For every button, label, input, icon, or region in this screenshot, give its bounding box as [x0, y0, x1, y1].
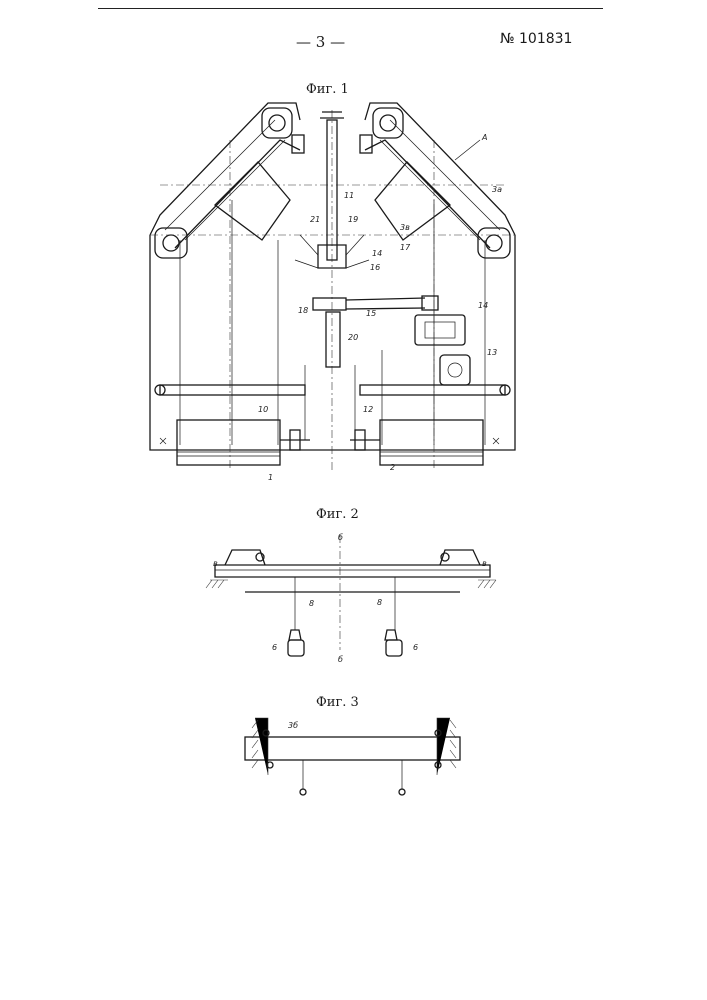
fig2-label-8-right: 8 — [377, 598, 382, 607]
fig1-roll-right — [375, 162, 450, 240]
fig2-label-6-left: 6 — [272, 643, 277, 652]
label-1: 1 — [268, 473, 273, 482]
figure-2-drawing: б в в 8 8 6 6 б — [206, 533, 496, 664]
label-21: 21 — [310, 215, 320, 224]
fig2-label-b-top: б — [338, 533, 343, 542]
fig1-left-arm-outer — [150, 103, 300, 235]
fig3-label-3b: 3б — [288, 721, 298, 730]
fig1-pulley — [313, 298, 346, 310]
fig1-clamp-left-lower — [155, 228, 187, 258]
fig3-beam — [245, 737, 460, 760]
fig1-left-arm-inner — [175, 140, 300, 248]
label-A: А — [481, 133, 487, 142]
label-20: 20 — [348, 333, 358, 342]
fig1-roll-2 — [380, 420, 483, 465]
fig2-beam — [215, 565, 490, 577]
fig1-clamp-right-upper — [373, 108, 403, 138]
fig2-weight-right — [386, 640, 402, 656]
label-10: 10 — [258, 405, 268, 414]
label-12: 12 — [363, 405, 373, 414]
label-18: 18 — [298, 306, 308, 315]
label-2: 2 — [390, 463, 395, 472]
fig1-right-arm-inner — [365, 140, 490, 248]
fig2-label-8-left: 8 — [309, 599, 314, 608]
label-3a: 3а — [492, 185, 502, 194]
label-15: 15 — [366, 309, 376, 318]
fig1-reducer — [440, 355, 470, 385]
fig2-label-v-right: в — [482, 559, 487, 568]
fig1-right-arm-outer — [365, 103, 515, 235]
fig1-frame-body — [150, 235, 515, 450]
label-11: 11 — [344, 191, 354, 200]
label-19: 19 — [348, 215, 358, 224]
fig1-motor — [415, 315, 465, 345]
fig2-weight-left — [288, 640, 304, 656]
fig2-label-b-bottom: б — [338, 655, 343, 664]
fig1-roll-1 — [177, 420, 280, 465]
label-17: 17 — [400, 243, 411, 252]
label-14a: 14 — [372, 249, 382, 258]
fig1-clamp-right-lower — [478, 228, 510, 258]
fig1-clamp-left-upper — [262, 108, 292, 138]
label-16: 16 — [370, 263, 380, 272]
fig1-lower-shaft — [326, 312, 340, 367]
fig2-label-6-right: 6 — [413, 643, 418, 652]
fig2-label-v-left: в — [213, 559, 218, 568]
fig1-roll-left — [215, 162, 290, 240]
fig1-belt — [346, 298, 425, 309]
label-3v: 3в — [400, 223, 410, 232]
figure-3-drawing: 3б — [245, 718, 460, 795]
label-14: 14 — [478, 301, 488, 310]
fig1-shaft-10 — [160, 385, 305, 395]
label-13: 13 — [487, 348, 497, 357]
